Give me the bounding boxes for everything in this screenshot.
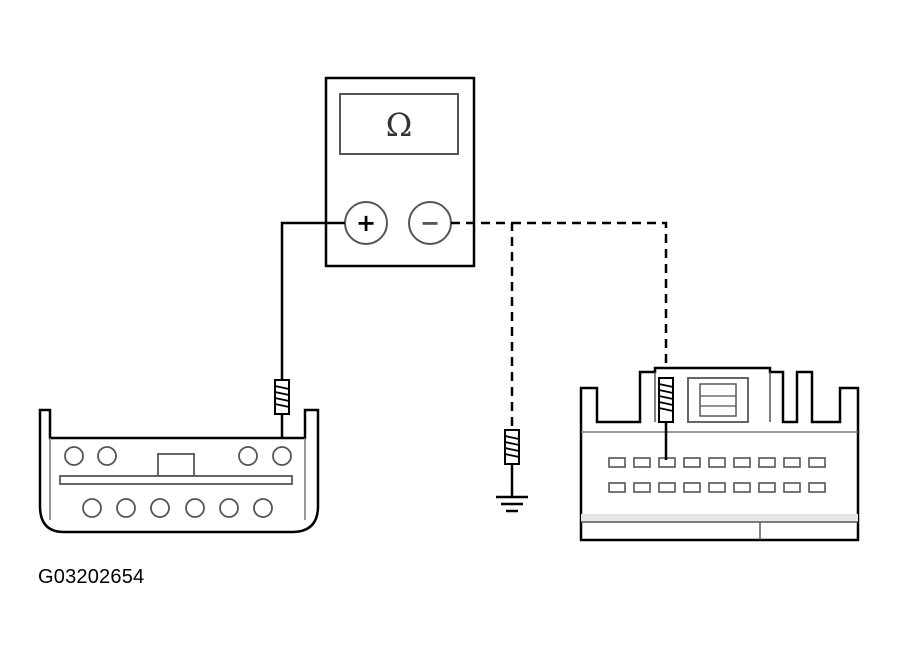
positive-terminal-symbol: + [356, 209, 376, 237]
right-connector [579, 366, 860, 542]
ground-probe-tip [504, 429, 520, 496]
positive-probe-tip [274, 379, 290, 415]
left-connector-test-pin [272, 446, 292, 466]
left-connector [38, 408, 320, 534]
connector-probe-tip [658, 377, 674, 460]
figure-reference-id: G03202654 [38, 566, 145, 588]
ground-symbol [496, 495, 528, 513]
negative-test-lead-connector [512, 221, 668, 378]
ohm-display-symbol: Ω [386, 106, 413, 144]
ohmmeter: Ω + − [324, 76, 476, 268]
negative-terminal-symbol: − [420, 209, 440, 237]
